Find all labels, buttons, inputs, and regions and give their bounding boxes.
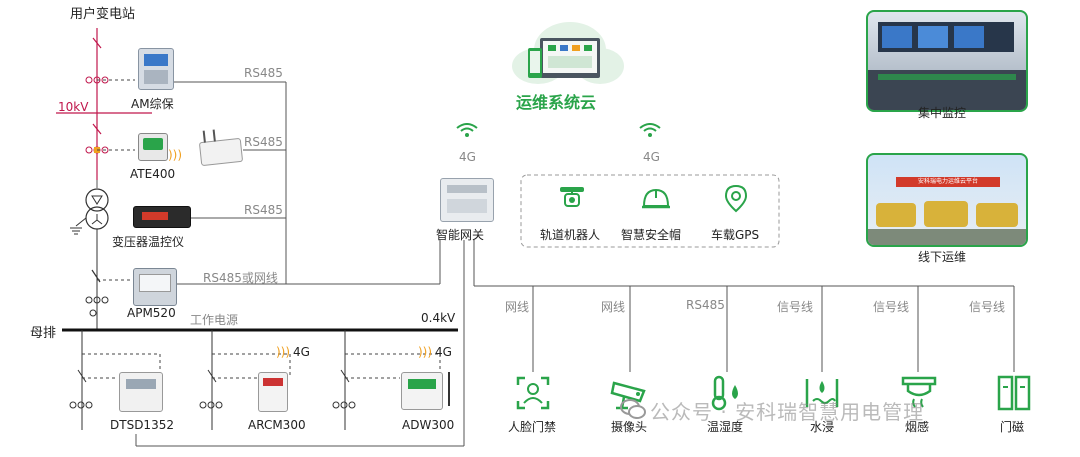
ate400-device [138, 133, 168, 161]
wifi-icon [456, 123, 478, 137]
sensor-link-label: 网线 [505, 300, 530, 314]
mobile-device-label: 车载GPS [711, 228, 760, 242]
sensor-label: 水浸 [810, 420, 835, 434]
rail-robot-icon [557, 184, 587, 214]
cloud-4g-label: 4G [643, 150, 660, 164]
face-access-icon [515, 375, 551, 411]
field-maintenance-photo: 安科瑞电力运维云平台 [866, 153, 1028, 247]
rs485-label-3: RS485 [244, 203, 283, 217]
rs485-label-1: RS485 [244, 66, 283, 80]
adw-wireless-icon: ))) [418, 345, 433, 359]
photo-banner: 安科瑞电力运维云平台 [896, 177, 1000, 187]
smoke-detector-icon [900, 375, 938, 411]
adw300-label: ADW300 [402, 418, 455, 432]
sensor-link-label: 信号线 [969, 300, 1006, 314]
voltage-hv-label: 10kV [58, 100, 89, 114]
adw-antenna [448, 372, 450, 406]
adw300-device [401, 372, 443, 410]
rs485-label-2: RS485 [244, 135, 283, 149]
cloud-title: 运维系统云 [516, 93, 597, 112]
adw-4g-label: 4G [435, 345, 452, 359]
mobile-device-label: 轨道机器人 [540, 228, 601, 242]
dtsd1352-device [119, 372, 163, 412]
sensor-label: 门磁 [1000, 420, 1025, 434]
arcm-4g-label: 4G [293, 345, 310, 359]
mobile-device-label: 智慧安全帽 [621, 228, 682, 242]
gateway-4g-label: 4G [459, 150, 476, 164]
gps-pin-icon [722, 184, 750, 214]
arcm300-label: ARCM300 [248, 418, 306, 432]
arcm300-device [258, 372, 288, 412]
cloud-icon [508, 20, 626, 88]
apm520-device [133, 268, 177, 306]
monitoring-center-photo [866, 10, 1028, 112]
voltage-lv-label: 0.4kV [421, 311, 456, 325]
watermark-text: 公众号 · 安科瑞智慧用电管理 [650, 400, 925, 424]
apm520-label: APM520 [127, 306, 176, 320]
wireless-receiver-device [198, 129, 244, 167]
sensor-link-label: 网线 [601, 300, 626, 314]
substation-title: 用户变电站 [70, 7, 136, 22]
photo-label: 线下运维 [918, 250, 967, 264]
thermometer-icon [707, 375, 745, 411]
sensor-label: 摄像头 [611, 420, 648, 434]
arcm-wireless-icon: ))) [276, 345, 291, 359]
transformer-controller-device [133, 206, 191, 228]
dtsd1352-label: DTSD1352 [110, 418, 174, 432]
water-leak-icon [803, 375, 841, 411]
photo-label: 集中监控 [918, 106, 967, 120]
wechat-icon [620, 398, 646, 420]
gateway-label: 智能网关 [436, 228, 485, 242]
wireless-signal-icon: ))) [168, 148, 183, 162]
wifi-icon [639, 123, 661, 137]
sensor-link-label: 信号线 [777, 300, 814, 314]
transformer-controller-label: 变压器温控仪 [112, 235, 185, 249]
busbar-label: 母排 [30, 326, 57, 341]
door-sensor-icon [996, 375, 1032, 411]
sensor-label: 人脸门禁 [508, 420, 557, 434]
safety-helmet-icon [640, 184, 672, 214]
work-power-label: 工作电源 [190, 313, 239, 327]
smart-gateway-device [440, 178, 494, 222]
am-relay-device [138, 48, 174, 90]
sensor-link-label: RS485 [686, 298, 725, 312]
sensor-label: 烟感 [905, 420, 930, 434]
rs485-or-net-label: RS485或网线 [203, 271, 278, 285]
am-label: AM综保 [131, 97, 174, 111]
sensor-link-label: 信号线 [873, 300, 910, 314]
sensor-label: 温湿度 [707, 420, 744, 434]
ate400-label: ATE400 [130, 167, 176, 181]
